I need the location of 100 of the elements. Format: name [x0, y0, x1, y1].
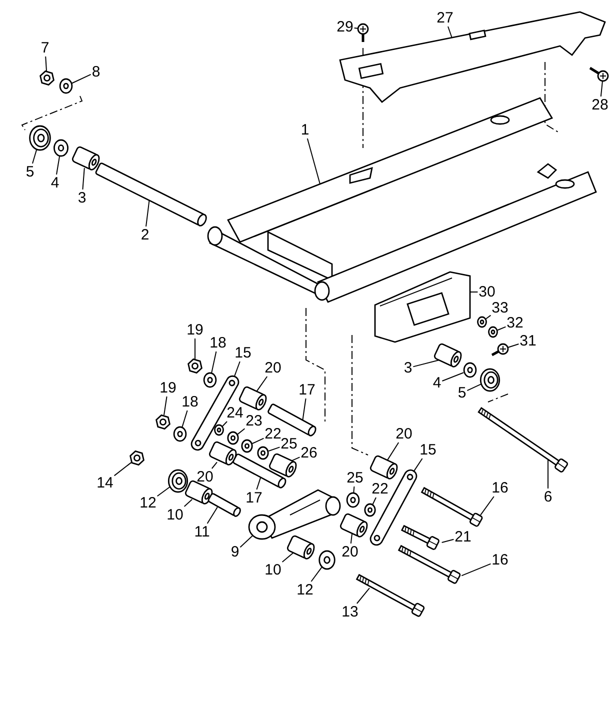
leader-line — [194, 338, 196, 360]
leader-line — [32, 148, 38, 164]
callout-number: 18 — [182, 394, 198, 410]
callout-number: 15 — [420, 442, 436, 458]
leader-line — [146, 200, 150, 227]
callout-number: 33 — [492, 300, 508, 316]
bushing — [286, 534, 315, 560]
leader-line — [480, 496, 494, 516]
leader-line — [164, 396, 168, 416]
washer — [318, 550, 336, 570]
callout-number: 4 — [432, 376, 442, 390]
washer — [59, 78, 73, 94]
leader-line — [413, 458, 423, 472]
washer — [346, 492, 360, 508]
callout-number: 27 — [436, 10, 454, 26]
callout-number: 17 — [246, 490, 262, 506]
leader-line — [70, 74, 92, 84]
callout-number: 1 — [300, 122, 310, 138]
callout-number: 20 — [196, 470, 214, 484]
leader-line — [211, 462, 218, 469]
leader-line — [442, 372, 464, 382]
callout-number: 20 — [396, 426, 412, 442]
bolt — [420, 486, 484, 528]
leader-line — [234, 361, 240, 377]
washer — [54, 139, 68, 157]
callout-number: 29 — [336, 20, 354, 34]
callout-number: 13 — [342, 604, 358, 620]
callout-number: 7 — [40, 40, 50, 56]
bolt — [357, 23, 369, 42]
nut — [40, 70, 54, 86]
leader-line — [56, 155, 60, 175]
bushing — [208, 440, 237, 466]
callout-number: 8 — [92, 64, 100, 80]
callout-number: 24 — [226, 406, 244, 420]
leader-line — [497, 326, 506, 331]
leader-line — [206, 506, 218, 524]
oil-seal — [29, 125, 51, 151]
oil-seal — [168, 469, 188, 493]
washer — [488, 326, 498, 338]
leader-line — [441, 538, 454, 543]
callout-number: 5 — [26, 164, 34, 180]
callout-number: 22 — [264, 426, 282, 442]
leader-line — [448, 26, 452, 38]
callout-number: 12 — [296, 582, 314, 598]
callout-number: 20 — [264, 360, 282, 376]
leader-line — [310, 566, 322, 582]
callout-number: 18 — [210, 336, 226, 350]
callout-number: 4 — [50, 176, 60, 190]
leader-line — [156, 486, 170, 497]
callout-number: 12 — [140, 496, 156, 510]
leader-line — [237, 428, 246, 435]
callout-number: 19 — [186, 322, 204, 338]
leader-line — [302, 398, 306, 421]
callout-number: 3 — [404, 360, 412, 376]
leader-line — [82, 168, 85, 190]
callout-number: 17 — [298, 382, 316, 398]
leader-line — [412, 360, 440, 368]
leader-line — [306, 138, 320, 184]
callout-number: 23 — [246, 414, 262, 428]
leader-line — [356, 588, 370, 604]
leader-line — [252, 438, 264, 444]
leader-line — [256, 376, 268, 392]
leader-line — [256, 477, 261, 490]
washer — [257, 446, 269, 460]
callout-number: 30 — [478, 284, 496, 300]
callout-number: 5 — [458, 386, 466, 400]
callout-number: 31 — [520, 334, 536, 348]
leader-line — [461, 563, 492, 576]
washer — [477, 316, 487, 328]
callout-number: 28 — [592, 98, 608, 112]
callout-number: 15 — [234, 346, 252, 360]
leader-line — [240, 535, 253, 548]
chain-slider-drawing — [374, 271, 471, 343]
callout-number: 25 — [280, 436, 298, 452]
oil-seal — [480, 368, 500, 392]
nut — [188, 358, 202, 374]
callout-number: 16 — [492, 480, 508, 496]
relay-arm-drawing — [248, 489, 341, 540]
callout-number: 9 — [230, 544, 240, 560]
callout-number: 22 — [372, 482, 388, 496]
bushing — [70, 145, 100, 171]
nut — [156, 414, 170, 430]
leader-line — [222, 421, 228, 427]
callout-number: 14 — [96, 476, 114, 490]
callout-number: 11 — [194, 524, 210, 540]
bolt — [478, 406, 569, 474]
callout-number: 25 — [346, 470, 364, 486]
bolt — [400, 524, 440, 551]
callout-number: 2 — [140, 228, 150, 242]
callout-number: 10 — [264, 562, 282, 578]
leader-line — [466, 384, 482, 392]
leader-line — [485, 314, 492, 320]
washer — [463, 362, 477, 378]
leader-line — [211, 351, 217, 374]
callout-number: 21 — [454, 530, 472, 544]
callout-number: 10 — [166, 508, 184, 522]
nut — [130, 450, 144, 466]
leader-line — [372, 497, 376, 506]
leader-line — [268, 446, 280, 452]
leader-line — [350, 532, 353, 544]
